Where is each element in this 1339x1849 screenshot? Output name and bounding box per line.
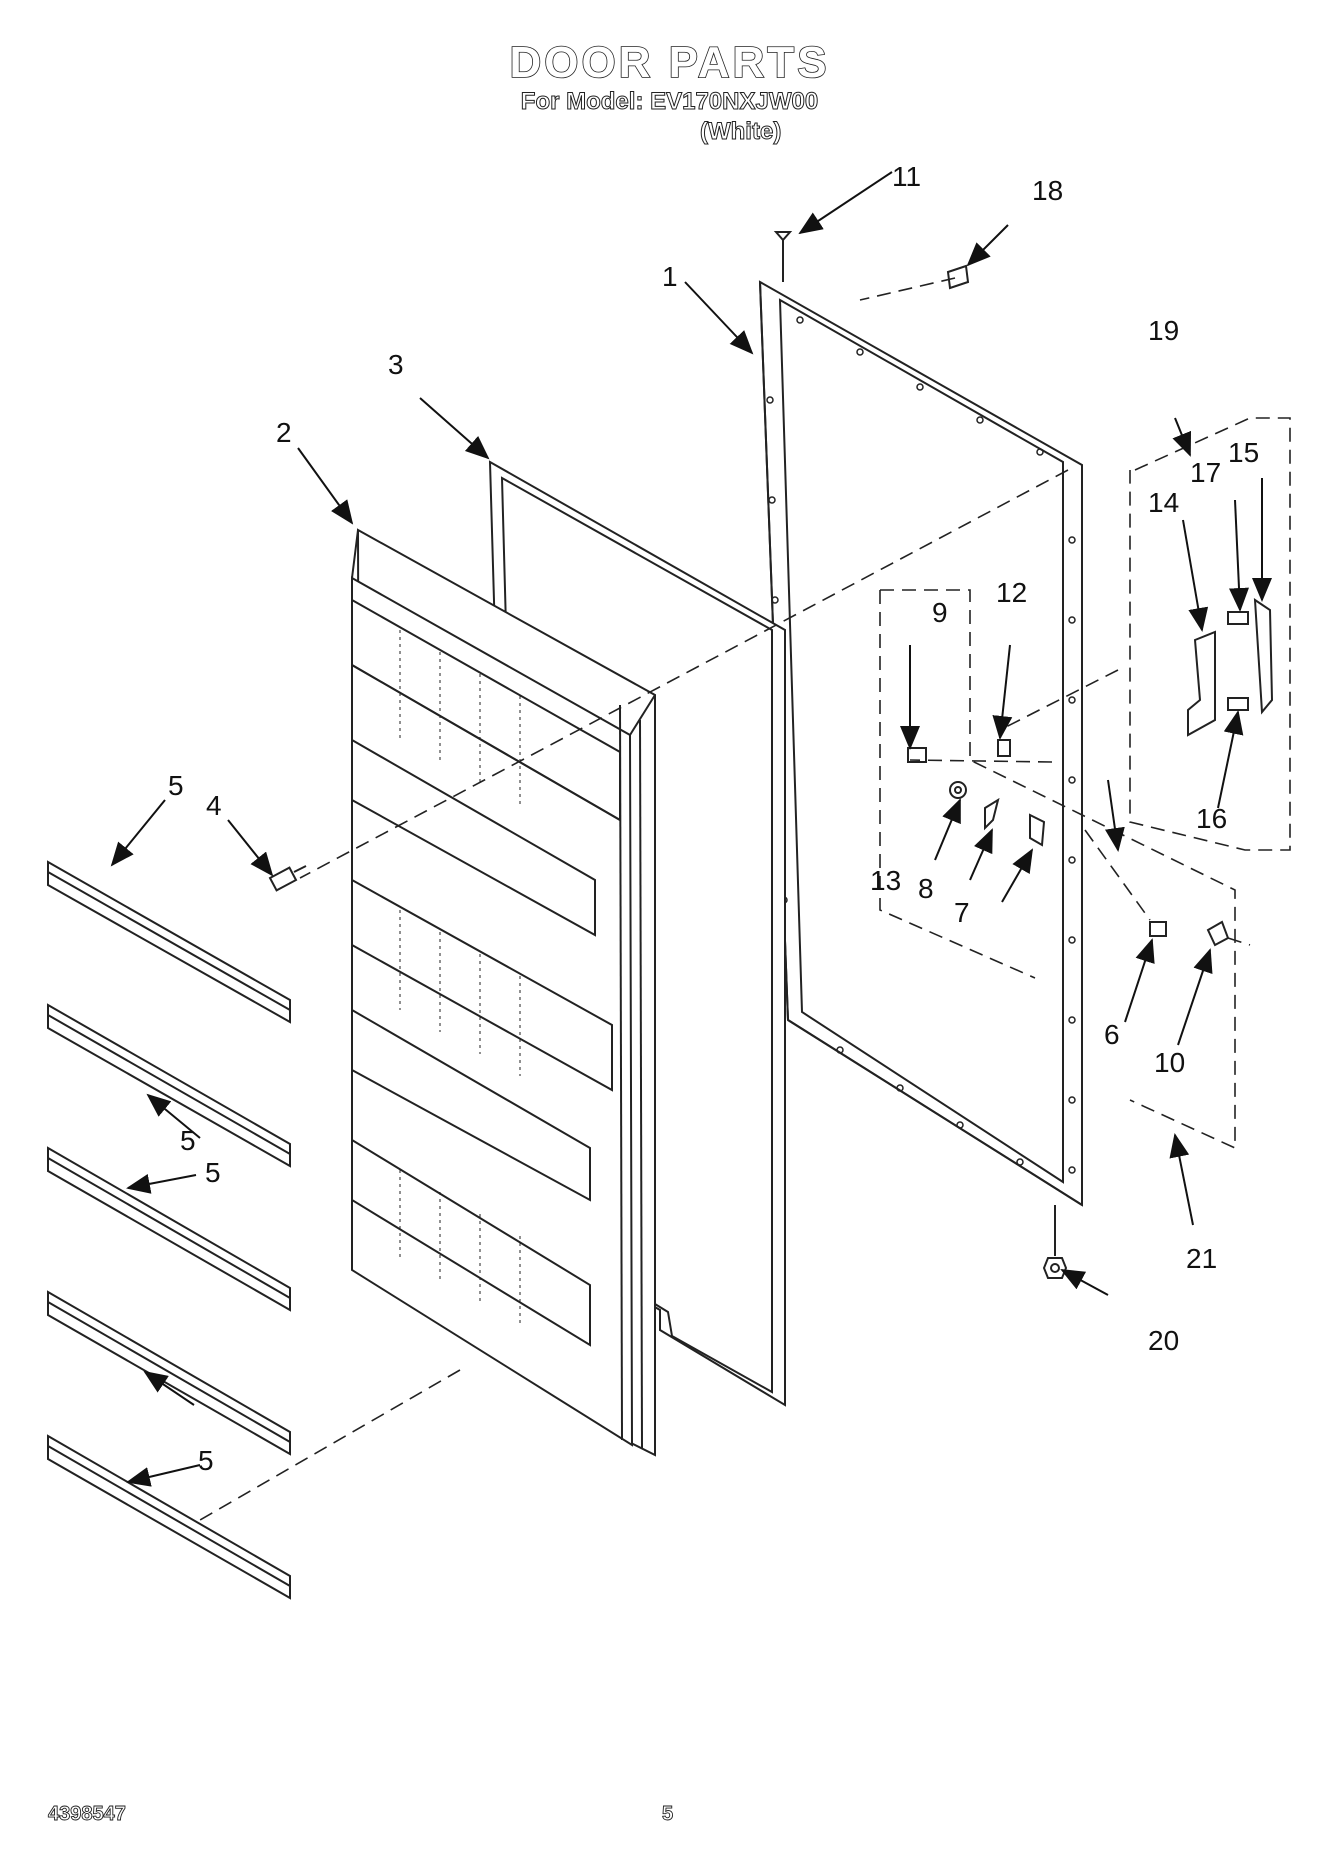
callout-19: 19 [1148,315,1179,346]
plate-part-18 [946,264,970,290]
callout-14: 14 [1148,487,1179,518]
callout-5-d: 5 [198,1445,214,1476]
callout-18: 18 [1032,175,1063,206]
callout-2: 2 [276,417,292,448]
nut-part-20 [1042,1205,1068,1279]
callout-21: 21 [1186,1243,1217,1274]
callout-5-c: 5 [205,1157,221,1188]
document-number: 4398547 [48,1803,127,1826]
callout-6: 6 [1104,1019,1120,1050]
callout-5-a: 5 [168,770,184,801]
callout-12: 12 [996,577,1027,608]
callout-4: 4 [206,790,222,821]
callout-5-b: 5 [180,1125,196,1156]
callout-15: 15 [1228,437,1259,468]
diagram-title: DOOR PARTS [509,37,830,88]
callout-20: 20 [1148,1325,1179,1356]
callout-16: 16 [1196,803,1227,834]
lock-kit-parts [907,739,1230,947]
callout-8: 8 [918,873,934,904]
callout-9: 9 [932,597,948,628]
hinge-kit-parts [1187,598,1274,737]
screw-part-4 [268,865,307,892]
page-number: 5 [662,1803,674,1826]
callout-3: 3 [388,349,404,380]
callout-7: 7 [954,897,970,928]
screw-part-11 [773,231,793,282]
callout-17: 17 [1190,457,1221,488]
callout-1: 1 [662,261,678,292]
callout-10: 10 [1154,1047,1185,1078]
door-panel-outer [758,280,1083,1207]
inner-door-liner [351,528,656,1457]
color-variant: (White) [699,118,782,146]
model-line: For Model: EV170NXJW00 [520,88,819,116]
callout-13: 13 [870,865,901,896]
callout-11: 11 [892,161,921,192]
door-shelf-bars [47,860,291,1600]
